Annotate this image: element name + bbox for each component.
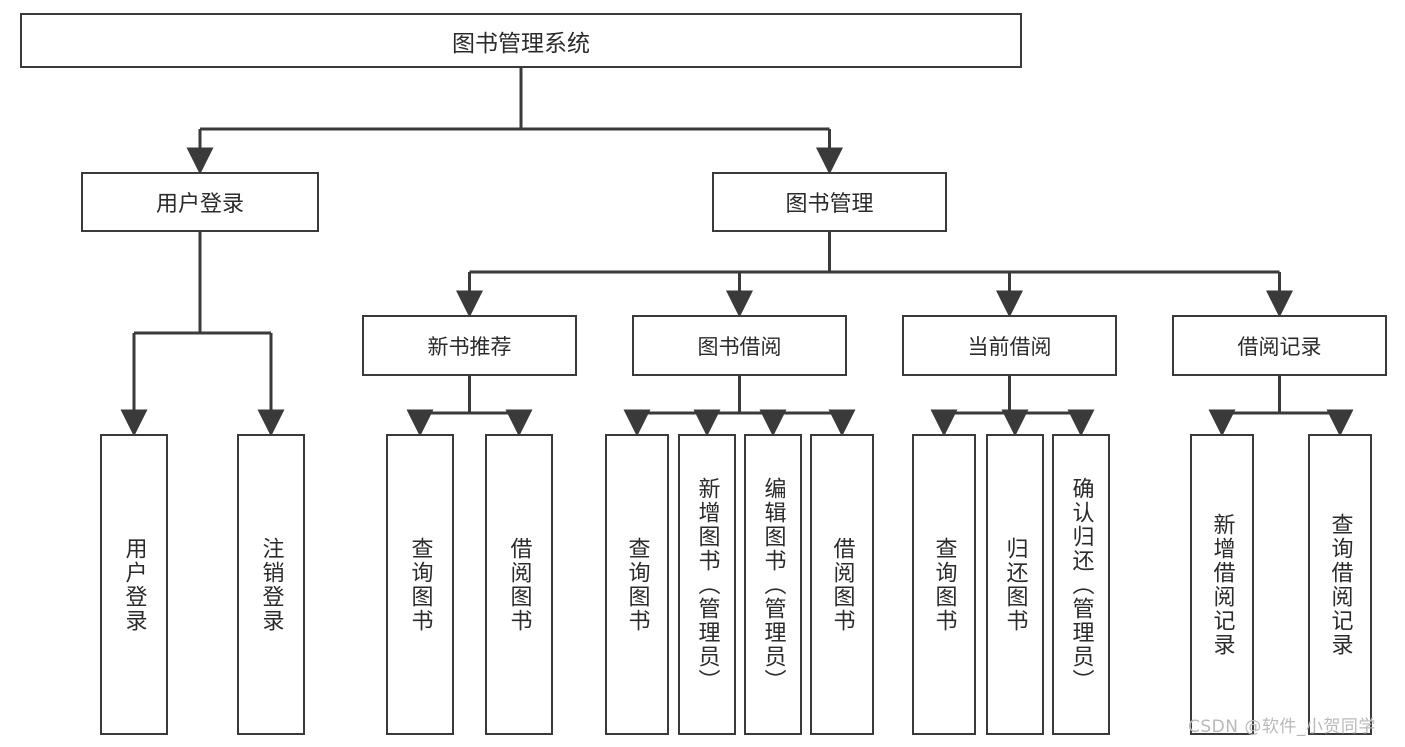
node-leaf-query-borrow-record: 查询借阅记录 xyxy=(1308,434,1372,735)
node-label-book-borrow: 图书借阅 xyxy=(697,334,782,359)
node-label-leaf-query-book-2: 查询图书 xyxy=(624,536,650,633)
node-leaf-query-book-3: 查询图书 xyxy=(912,434,976,735)
node-book-borrow: 图书借阅 xyxy=(632,315,847,376)
node-label-leaf-user-login: 用户登录 xyxy=(121,536,147,633)
node-user-login: 用户登录 xyxy=(81,172,319,232)
node-label-current-borrow: 当前借阅 xyxy=(967,334,1052,359)
node-book-manage: 图书管理 xyxy=(712,172,947,232)
node-label-leaf-borrow-book-1: 借阅图书 xyxy=(506,536,532,633)
node-label-leaf-add-borrow-record: 新增借阅记录 xyxy=(1209,512,1235,657)
node-label-book-manage: 图书管理 xyxy=(785,192,874,217)
node-leaf-confirm-return-admin: 确认归还（管理员） xyxy=(1052,434,1110,735)
node-current-borrow: 当前借阅 xyxy=(902,315,1117,376)
node-label-leaf-logout-login: 注销登录 xyxy=(258,536,284,633)
node-new-book-recommend: 新书推荐 xyxy=(362,315,577,376)
node-label-leaf-edit-book-admin: 编辑图书（管理员） xyxy=(760,476,786,693)
node-label-leaf-add-book-admin: 新增图书（管理员） xyxy=(694,476,720,693)
node-label-borrow-record: 借阅记录 xyxy=(1237,334,1322,359)
node-label-user-login: 用户登录 xyxy=(155,192,244,217)
node-label-leaf-query-borrow-record: 查询借阅记录 xyxy=(1327,512,1353,657)
node-leaf-edit-book-admin: 编辑图书（管理员） xyxy=(744,434,802,735)
node-label-leaf-confirm-return-admin: 确认归还（管理员） xyxy=(1068,476,1094,693)
node-leaf-user-login: 用户登录 xyxy=(100,434,168,735)
node-leaf-query-book-1: 查询图书 xyxy=(386,434,454,735)
node-label-leaf-return-book: 归还图书 xyxy=(1002,536,1028,633)
csdn-watermark: CSDN @软件_小贺同学 xyxy=(1188,717,1376,737)
node-label-leaf-query-book-3: 查询图书 xyxy=(931,536,957,633)
node-leaf-logout-login: 注销登录 xyxy=(237,434,305,735)
node-label-new-book-recommend: 新书推荐 xyxy=(427,334,512,359)
node-root: 图书管理系统 xyxy=(20,13,1022,68)
node-label-leaf-query-book-1: 查询图书 xyxy=(407,536,433,633)
node-leaf-query-book-2: 查询图书 xyxy=(605,434,669,735)
node-leaf-add-book-admin: 新增图书（管理员） xyxy=(678,434,736,735)
node-leaf-borrow-book-2: 借阅图书 xyxy=(810,434,874,735)
node-label-leaf-borrow-book-2: 借阅图书 xyxy=(829,536,855,633)
node-leaf-add-borrow-record: 新增借阅记录 xyxy=(1190,434,1254,735)
node-borrow-record: 借阅记录 xyxy=(1172,315,1387,376)
node-label-root: 图书管理系统 xyxy=(452,30,590,57)
node-leaf-return-book: 归还图书 xyxy=(986,434,1044,735)
node-leaf-borrow-book-1: 借阅图书 xyxy=(485,434,553,735)
